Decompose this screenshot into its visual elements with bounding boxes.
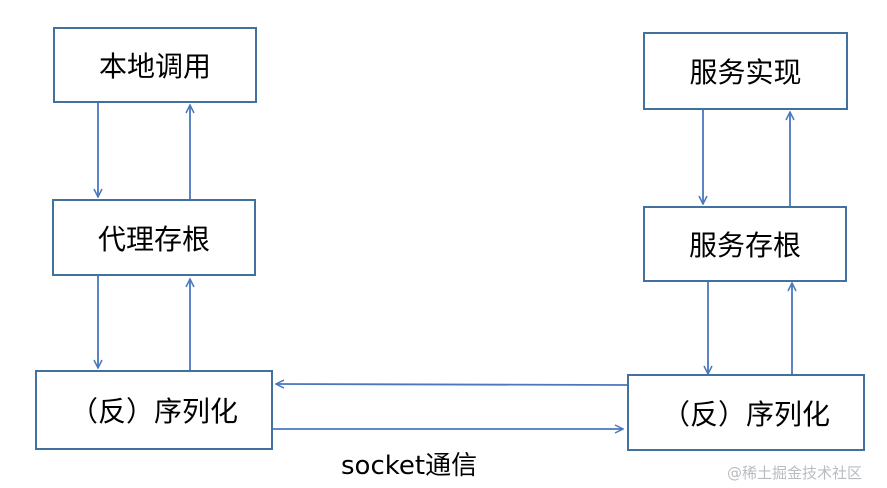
serialization-right-box: （反）序列化 — [627, 374, 865, 451]
proxy-stub-box: 代理存根 — [52, 199, 256, 276]
local-call-box: 本地调用 — [53, 27, 257, 103]
serialization-right-label: （反）序列化 — [661, 397, 830, 431]
arrow-right-to-left-serialization — [276, 384, 628, 385]
service-impl-label: 服务实现 — [689, 56, 802, 89]
serialization-left-box: （反）序列化 — [35, 370, 273, 450]
service-impl-box: 服务实现 — [643, 32, 848, 110]
socket-link-label: socket通信 — [341, 451, 478, 481]
service-stub-label: 服务存根 — [688, 229, 801, 262]
watermark: @稀土掘金技术社区 — [727, 464, 863, 482]
local-call-label: 本地调用 — [98, 50, 211, 83]
service-stub-box: 服务存根 — [643, 206, 847, 282]
proxy-stub-label: 代理存根 — [97, 222, 210, 256]
serialization-left-label: （反）序列化 — [69, 395, 238, 428]
